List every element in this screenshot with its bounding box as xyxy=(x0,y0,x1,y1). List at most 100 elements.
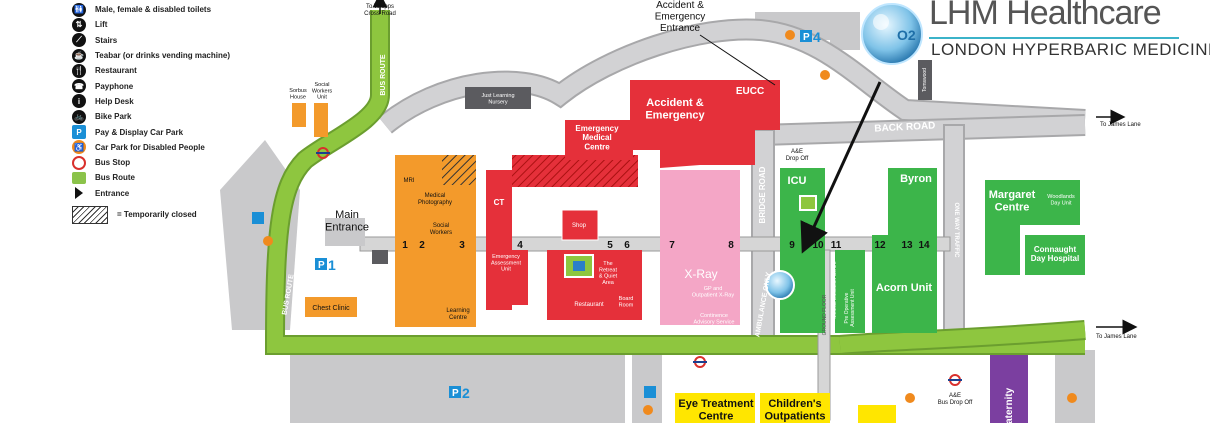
car-park-1: P 1 xyxy=(315,257,336,273)
disabled-parking-icon xyxy=(1067,393,1077,403)
logo-subtitle: LONDON HYPERBARIC MEDICINE xyxy=(931,40,1210,59)
label-icu: ICU xyxy=(788,175,807,187)
lhm-logo: O2 LHM Healthcare LONDON HYPERBARIC MEDI… xyxy=(855,0,1210,72)
building-eye-treatment xyxy=(675,393,755,423)
building-tomswood xyxy=(918,60,932,100)
building-emergency-medical-centre xyxy=(565,120,633,160)
corridor-number: 1 xyxy=(402,240,408,251)
restaurant-icon: 🍴 xyxy=(72,63,86,78)
logo-underline xyxy=(929,37,1179,39)
corridor-number: 10 xyxy=(812,240,824,251)
legend-item: ⟋Stairs xyxy=(72,33,272,48)
building-pre-operative xyxy=(835,250,865,333)
building-emergency-assessment xyxy=(486,250,528,305)
building-margaret-centre xyxy=(985,180,1080,275)
building-social-workers-unit xyxy=(314,103,328,137)
legend-item: Bus Route xyxy=(72,170,272,185)
legend-label: Entrance xyxy=(95,188,130,198)
legend-label: Bus Route xyxy=(95,173,135,183)
label-xray: X-Ray xyxy=(684,267,717,281)
legend-label: Lift xyxy=(95,20,108,30)
corridor-number: 6 xyxy=(624,240,630,251)
legend-item: Entrance xyxy=(72,186,272,201)
label-acorn: Acorn Unit xyxy=(876,282,933,294)
svg-text:P: P xyxy=(318,260,325,271)
legend-item: Bus Stop xyxy=(72,155,272,170)
label-shop: Shop xyxy=(572,223,587,229)
building-just-learning-nursery xyxy=(465,87,531,109)
svg-text:P: P xyxy=(452,388,459,399)
disabled-parking-icon xyxy=(263,236,273,246)
legend-item: 🚲Bike Park xyxy=(72,109,272,124)
corridor-number: 4 xyxy=(517,240,523,251)
legend-item: 🚻Male, female & disabled toilets xyxy=(72,2,272,17)
corridor-number: 5 xyxy=(607,240,613,251)
legend-label: Car Park for Disabled People xyxy=(95,142,205,152)
car-park-2: P 2 xyxy=(449,385,470,401)
payphone-icon: ☎ xyxy=(72,79,86,94)
legend-item: ☕Teabar (or drinks vending machine) xyxy=(72,48,272,63)
building-connaught xyxy=(1025,235,1085,275)
legend-label: Bus Stop xyxy=(95,158,131,168)
disabled-parking-icon xyxy=(785,30,795,40)
legend-item: ♿Car Park for Disabled People xyxy=(72,140,272,155)
lift-icon: ⇅ xyxy=(72,17,86,32)
building-xray xyxy=(660,170,740,325)
legend-label: Stairs xyxy=(95,35,118,45)
building-eucc xyxy=(730,80,780,105)
svg-text:P: P xyxy=(803,32,810,43)
legend-label: = Temporarily closed xyxy=(117,210,197,219)
label-accident-emergency: Accident &Emergency xyxy=(645,97,705,122)
label-pre-operative: Pre OperativeAssessment Unit xyxy=(844,289,856,327)
bike-park-icon: 🚲 xyxy=(72,109,86,124)
label-chest-clinic: Chest Clinic xyxy=(312,305,350,312)
corridor-number: 9 xyxy=(789,240,795,251)
svg-text:O2: O2 xyxy=(897,27,916,43)
car-park-icon xyxy=(644,386,656,398)
label-byron: Byron xyxy=(900,173,932,185)
corridor-number: 2 xyxy=(419,240,425,251)
bus-stop-icon xyxy=(316,147,330,159)
legend-item: ⇅ Lift xyxy=(72,17,272,32)
label-medical-education: Medical Education Centre xyxy=(832,261,838,318)
bus-stop-icon xyxy=(693,356,707,368)
car-park-icon xyxy=(252,212,264,224)
corridor-number: 3 xyxy=(459,240,465,251)
bus-stop-icon xyxy=(72,155,86,170)
bus-route-icon xyxy=(72,171,86,184)
car-park-area-right xyxy=(1055,350,1095,423)
hatch-icon xyxy=(72,205,108,224)
corridor-number: 7 xyxy=(669,240,675,251)
car-park-icon: P xyxy=(72,125,86,140)
corridor-number: 8 xyxy=(728,240,734,251)
label-back-road: BACK ROAD xyxy=(874,120,936,134)
building-chest-clinic xyxy=(305,297,357,317)
building-childrens xyxy=(760,393,830,423)
label-tomswood: Tomswood xyxy=(922,68,928,92)
hyperbaric-location-marker xyxy=(765,270,795,300)
label-bus-route-1: BUS ROUTE xyxy=(380,54,387,96)
label-bridge-road: BRIDGE ROAD xyxy=(758,166,767,223)
teabar-icon: ☕ xyxy=(72,48,86,63)
label-ct: CT xyxy=(494,198,505,207)
disabled-parking-icon xyxy=(643,405,653,415)
